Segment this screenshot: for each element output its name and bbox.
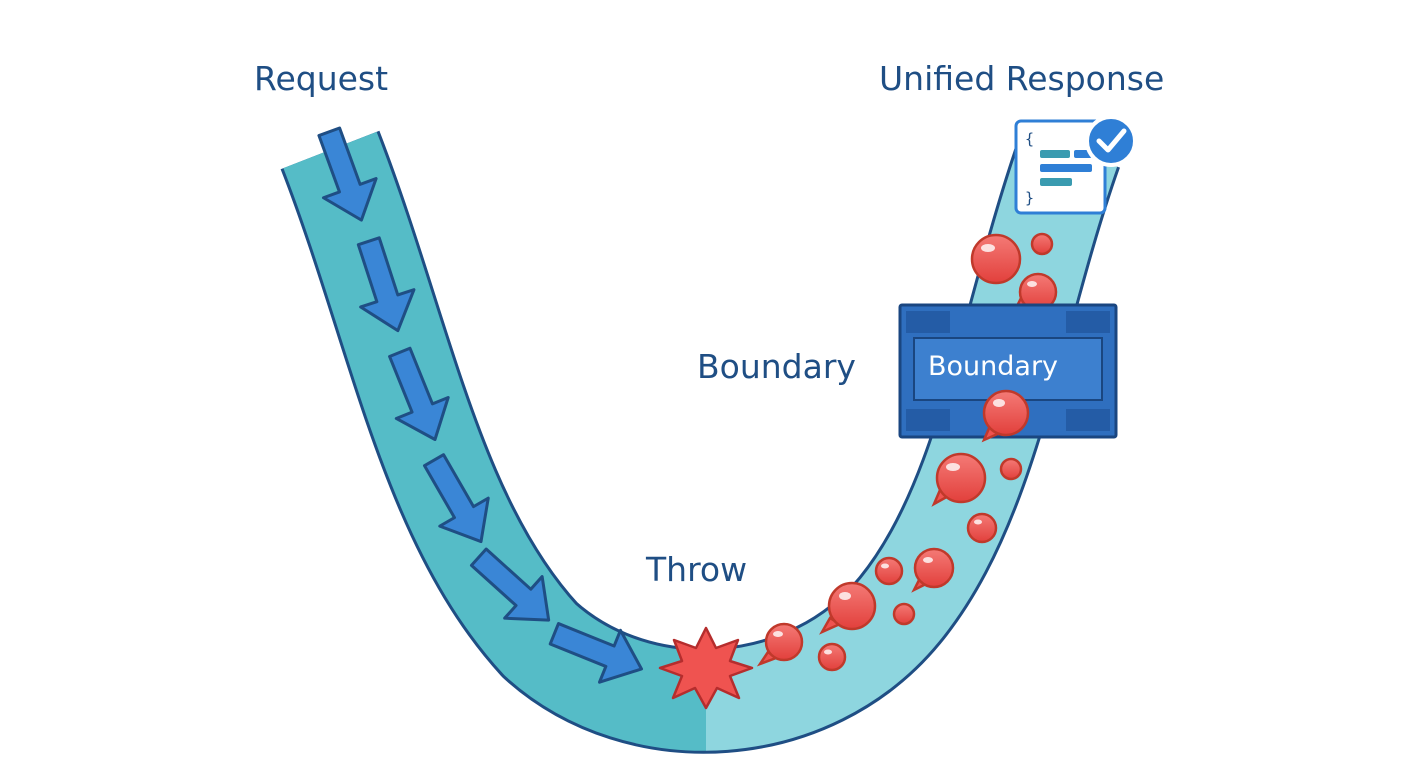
boundary-box-label: Boundary — [928, 351, 1059, 382]
arrow-icon — [422, 453, 490, 544]
svg-text:}: } — [1025, 189, 1034, 207]
arrow-icon — [388, 346, 450, 442]
error-bubble-icon — [1030, 232, 1054, 256]
error-bubble-icon — [892, 602, 916, 626]
error-bubble-icon — [931, 452, 987, 507]
explosion-burst-icon — [658, 626, 754, 710]
error-bubble-icon — [874, 556, 904, 586]
request-label: Request — [254, 59, 389, 98]
arrow-icon — [548, 622, 644, 684]
svg-text:{: { — [1025, 130, 1034, 148]
error-bubble-icon — [819, 581, 877, 635]
error-bubble-icon — [817, 642, 847, 672]
boundary-band — [898, 303, 1118, 439]
error-bubbles — [756, 232, 1058, 672]
throw-label: Throw — [646, 550, 748, 589]
arrow-icon — [469, 547, 551, 622]
error-bubble-icon — [981, 389, 1030, 443]
error-bubble-icon — [970, 233, 1022, 285]
unified-response-label: Unified Response — [879, 59, 1165, 98]
request-arrows — [317, 126, 644, 684]
error-bubble-icon — [966, 512, 998, 544]
arrow-icon — [317, 126, 378, 222]
boundary-label: Boundary — [697, 347, 856, 386]
arrow-icon — [356, 236, 416, 333]
error-bubble-icon — [999, 457, 1023, 481]
json-document-icon: { } — [1014, 119, 1107, 215]
error-bubble-icon — [756, 622, 804, 667]
error-bubble-icon — [911, 547, 955, 593]
check-badge-icon — [1085, 115, 1137, 167]
